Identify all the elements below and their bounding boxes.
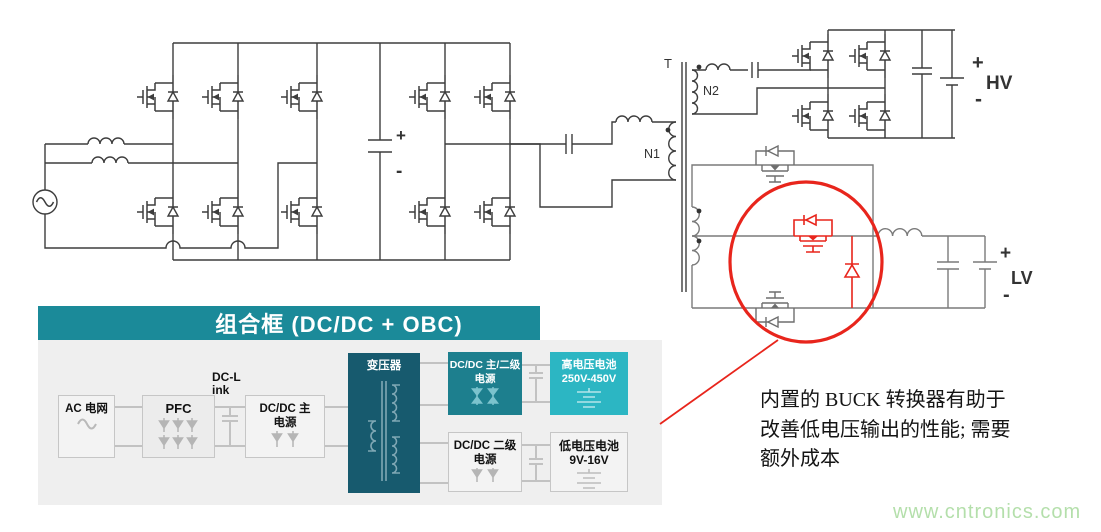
buck-converter-highlight [659, 180, 884, 425]
block-dcdc-sec: DC/DC 二级 电源 [448, 432, 522, 492]
switch-icons [157, 418, 198, 449]
switch-icons [271, 431, 299, 447]
highlight-circle [728, 180, 884, 344]
lv-label: LV [1011, 268, 1033, 288]
lv-battery-symbol [973, 236, 997, 308]
battery-icon [577, 469, 601, 489]
block-hv-battery: 高电压电池 250V-450V [550, 352, 628, 415]
block-label: 变压器 [366, 360, 402, 372]
banner-title: 组合框 (DC/DC + OBC) [215, 312, 463, 337]
transformer-tag: T [664, 56, 672, 71]
output-inductor [877, 228, 985, 237]
transformer-icon [368, 381, 400, 481]
block-lv-battery: 低电压电池 9V-16V [550, 432, 628, 492]
sync-fet-bottom-icon [755, 291, 795, 329]
annotation-line-1: 内置的 BUCK 转换器有助于 [760, 389, 1006, 411]
dclink-plus: + [396, 126, 406, 145]
block-transformer: 变压器 [348, 353, 420, 493]
secondary-winding-n2 [691, 69, 699, 115]
annotation-text: 内置的 BUCK 转换器有助于 改善低电压输出的性能; 需要 额外成本 [760, 386, 1096, 475]
dclink-minus: - [396, 161, 402, 182]
block-label: DC/DC 主 [259, 403, 311, 415]
bridge-mosfets [137, 34, 890, 234]
primary-winding [668, 121, 677, 181]
callout-line [659, 339, 779, 425]
ac-sine-icon [76, 418, 97, 430]
transformer-core [681, 62, 687, 292]
hv-battery-symbol [940, 30, 964, 138]
primary-circuit [32, 29, 964, 292]
n1-label: N1 [644, 147, 660, 161]
block-connectors [115, 362, 550, 484]
block-label: AC 电网 [65, 403, 108, 415]
resonant-capacitor [445, 121, 616, 154]
dclink-label: DC-L ink [212, 370, 241, 397]
hv-capacitor [912, 30, 932, 138]
hv-bridge-rails [827, 29, 955, 139]
block-label2: 250V-450V [561, 373, 617, 385]
block-label: 低电压电池 [558, 439, 619, 453]
block-label: 高电压电池 [561, 359, 617, 371]
sync-fet-top-icon [755, 144, 795, 183]
watermark: www.cntronics.com [893, 501, 1082, 523]
block-label2: 电源 [273, 417, 297, 429]
hv-plus: + [972, 52, 984, 74]
block-label: PFC [165, 401, 192, 416]
block-dcdc-main: DC/DC 主 电源 [245, 395, 325, 458]
input-inductor-1 [87, 137, 125, 145]
block-label: DC/DC 二级 [453, 440, 517, 452]
switch-icons [471, 468, 499, 482]
dclink-capacitor [368, 43, 392, 260]
lv-capacitor [937, 236, 959, 308]
block-label2: 9V-16V [569, 453, 609, 467]
switch-icons [471, 387, 499, 405]
annotation-line-2: 改善低电压输出的性能; 需要 [760, 418, 1011, 441]
lv-plus: + [1000, 243, 1011, 264]
lv-secondary-circuit [691, 144, 997, 329]
block-ac-grid: AC 电网 [58, 395, 115, 458]
lv-minus: - [1003, 284, 1010, 306]
block-label: DC/DC 主/二级 [449, 359, 521, 371]
block-dcdc-pri-sec: DC/DC 主/二级 电源 [448, 352, 522, 415]
input-inductor-2 [91, 156, 129, 164]
block-label2: 电源 [474, 373, 496, 385]
winding-dots [665, 64, 702, 244]
annotation-line-3: 额外成本 [760, 448, 840, 470]
freewheel-diode-icon [843, 236, 861, 308]
block-pfc: PFC [142, 395, 215, 458]
hv-minus: - [975, 88, 982, 111]
hv-label: HV [986, 73, 1013, 94]
block-label2: 电源 [473, 454, 497, 466]
buck-fet-icon [793, 213, 833, 253]
resonant-inductor [615, 115, 653, 123]
battery-icon [577, 388, 601, 408]
combo-box-banner: 组合框 (DC/DC + OBC) [38, 306, 540, 340]
n2-label: N2 [703, 84, 719, 98]
